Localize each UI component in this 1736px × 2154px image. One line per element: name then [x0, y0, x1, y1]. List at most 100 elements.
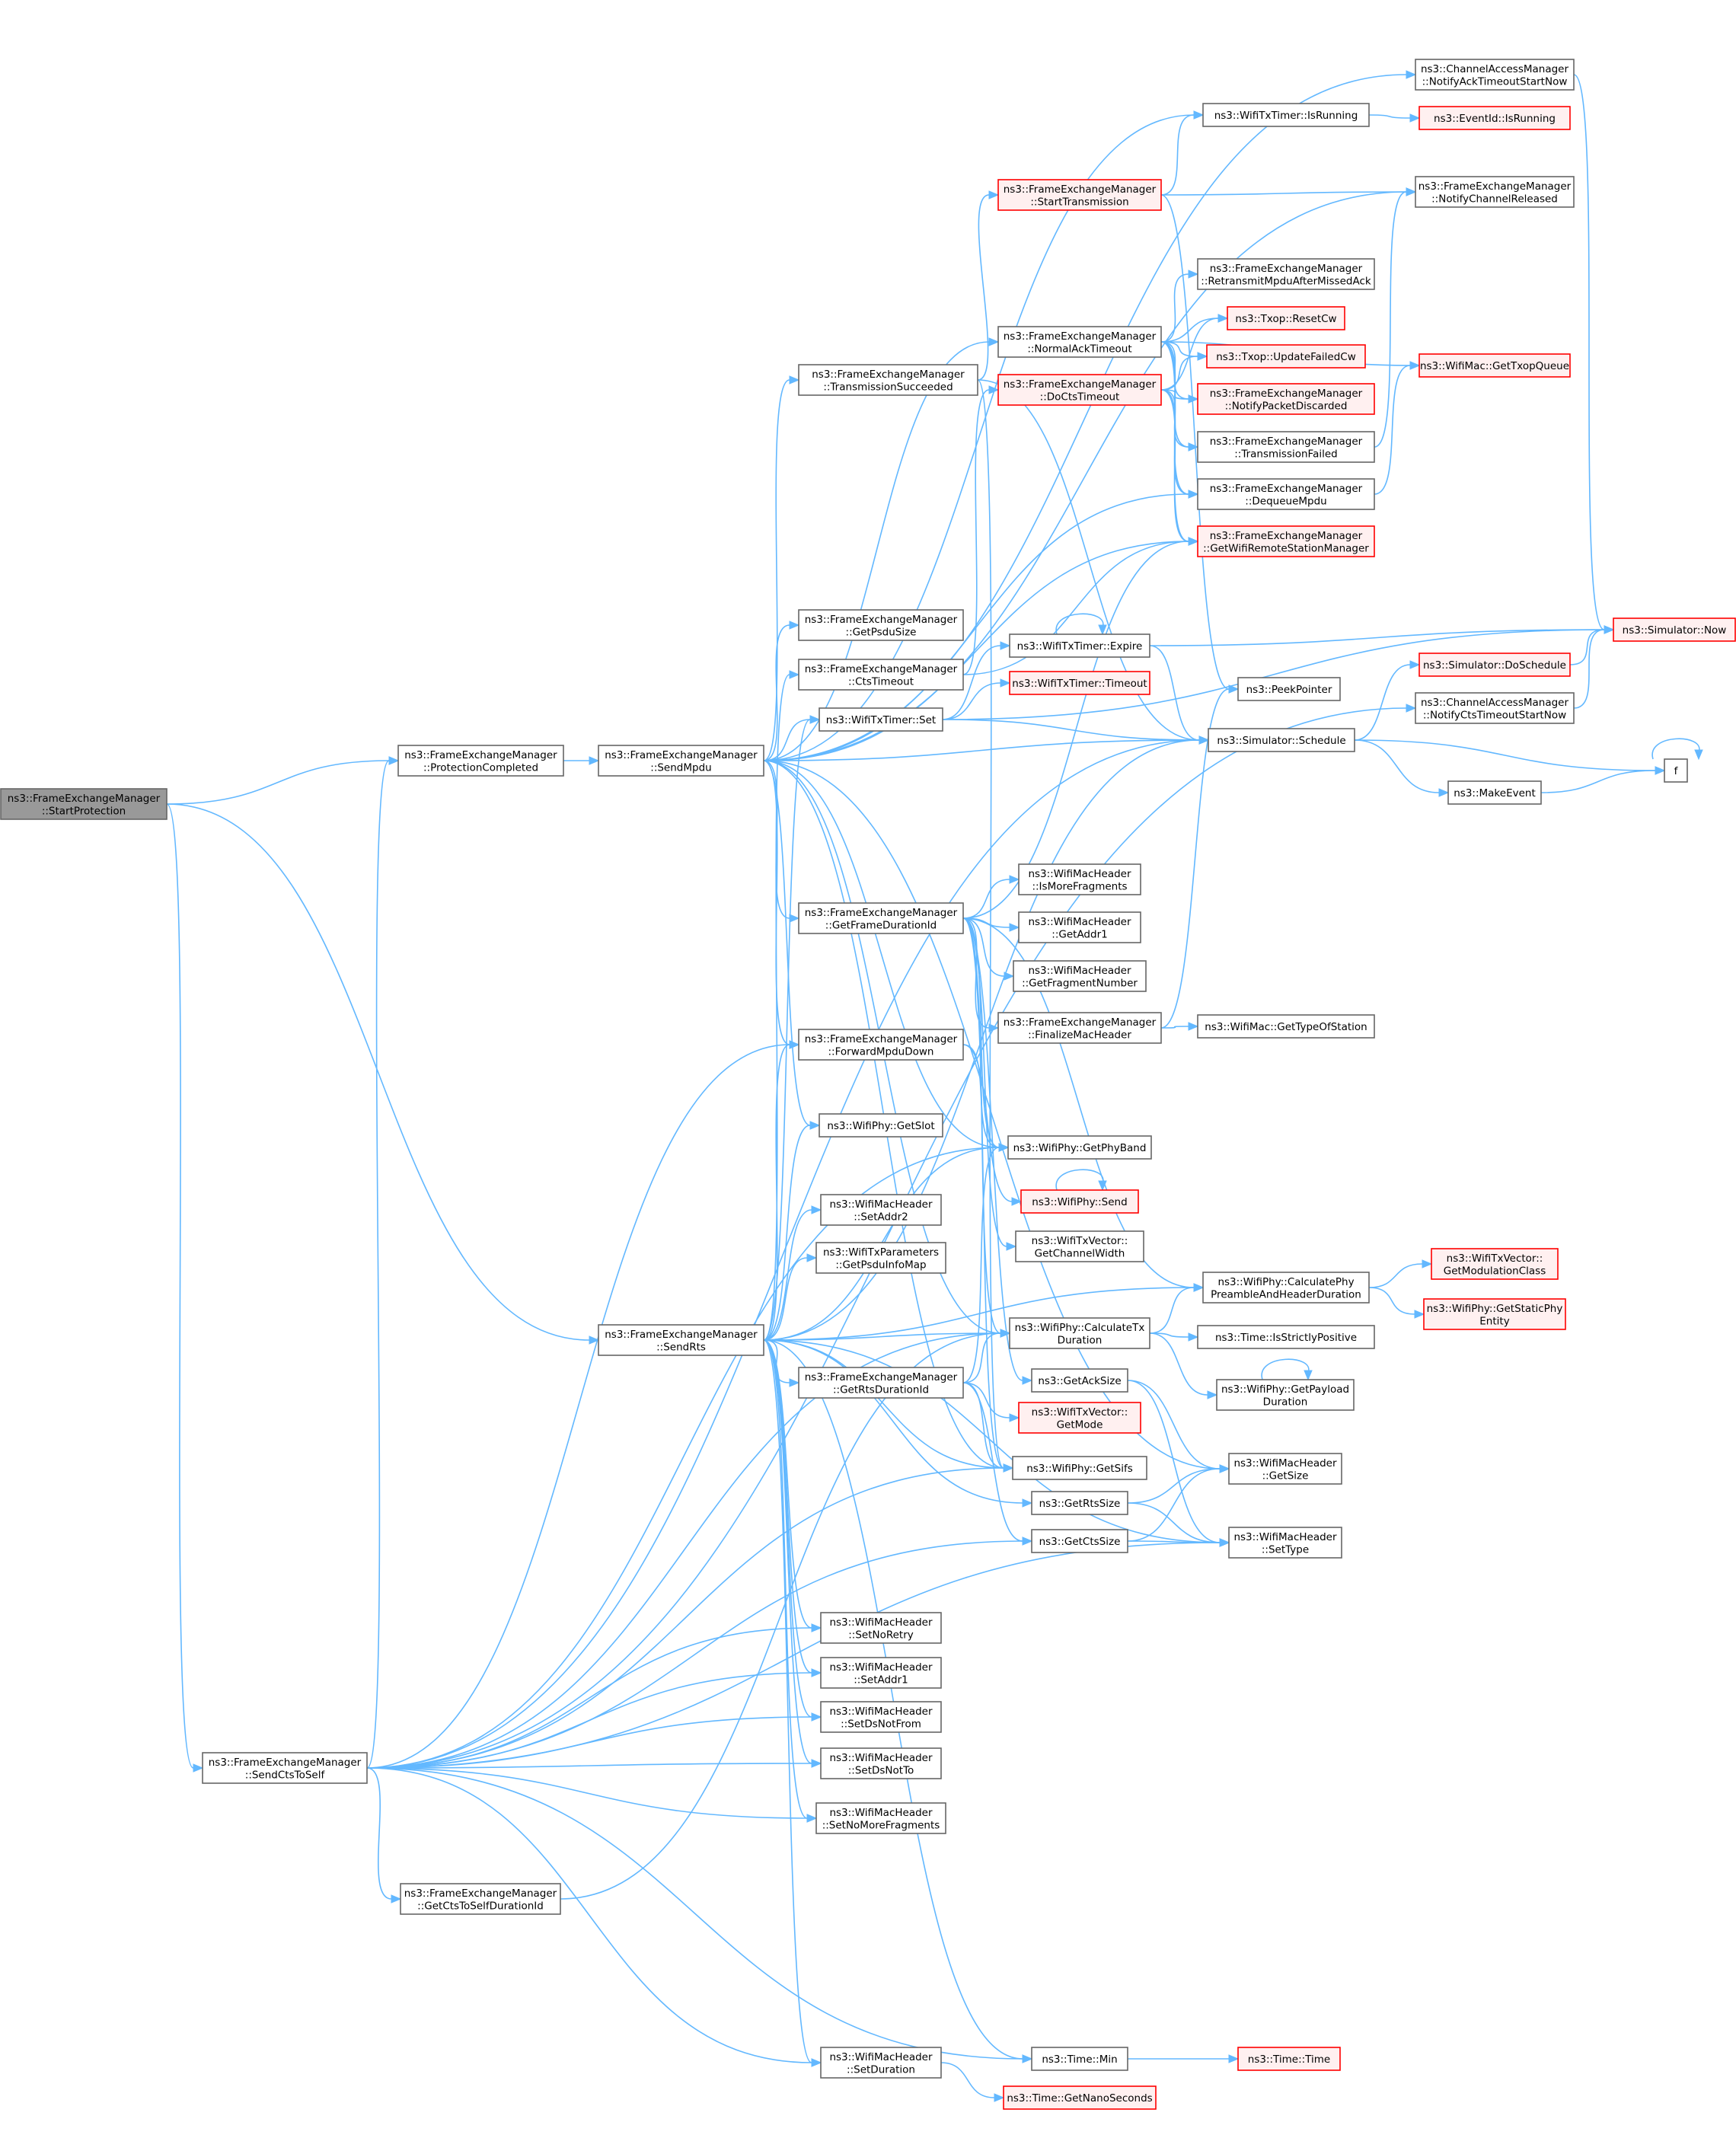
node-get_psdu_info_map[interactable]: ns3::WifiTxParameters::GetPsduInfoMap [815, 1242, 946, 1274]
node-get_remote_station_manager[interactable]: ns3::FrameExchangeManager::GetWifiRemote… [1197, 525, 1375, 557]
node-transmission_failed[interactable]: ns3::FrameExchangeManager::TransmissionF… [1197, 431, 1375, 463]
node-simulator_now[interactable]: ns3::Simulator::Now [1613, 617, 1736, 642]
node-notify_channel_released[interactable]: ns3::FrameExchangeManager::NotifyChannel… [1415, 176, 1575, 208]
edge-line [1127, 1380, 1221, 1470]
node-label-line: ns3::FrameExchangeManager [605, 1329, 758, 1341]
node-label-line: ns3::WifiMacHeader [1028, 868, 1131, 880]
edge-arrowhead [589, 1335, 600, 1345]
node-get_channel_width[interactable]: ns3::WifiTxVector::GetChannelWidth [1015, 1230, 1144, 1262]
node-set_no_retry[interactable]: ns3::WifiMacHeader::SetNoRetry [820, 1612, 942, 1644]
edge-line [1149, 1332, 1189, 1338]
edge-protection_completed-to-send_mpdu [563, 756, 600, 765]
node-tx_timer_is_running[interactable]: ns3::WifiTxTimer::IsRunning [1202, 103, 1370, 127]
node-cts_timeout[interactable]: ns3::FrameExchangeManager::CtsTimeout [798, 659, 964, 691]
node-label-line: ::TransmissionFailed [1234, 448, 1337, 460]
edge-arrowhead [1009, 875, 1020, 884]
node-make_event[interactable]: ns3::MakeEvent [1447, 780, 1542, 805]
node-event_id_is_running[interactable]: ns3::EventId::IsRunning [1418, 106, 1571, 130]
node-box [820, 1657, 942, 1689]
node-box [1031, 1368, 1128, 1393]
node-get_txop_queue[interactable]: ns3::WifiMac::GetTxopQueue [1418, 353, 1571, 378]
edge-line [962, 917, 1005, 977]
node-get_cts_to_self_duration_id[interactable]: ns3::FrameExchangeManager::GetCtsToSelfD… [400, 1883, 561, 1915]
node-time_min[interactable]: ns3::Time::Min [1031, 2047, 1128, 2071]
node-protection_completed[interactable]: ns3::FrameExchangeManager::ProtectionCom… [397, 745, 564, 777]
node-notify_ack_timeout_start_now[interactable]: ns3::ChannelAccessManager::NotifyAckTime… [1415, 59, 1575, 91]
node-send_rts[interactable]: ns3::FrameExchangeManager::SendRts [598, 1324, 764, 1356]
node-forward_mpdu_down[interactable]: ns3::FrameExchangeManager::ForwardMpduDo… [798, 1029, 964, 1061]
node-get_mode[interactable]: ns3::WifiTxVector::GetMode [1018, 1402, 1141, 1434]
node-transmission_succeeded[interactable]: ns3::FrameExchangeManager::TransmissionS… [798, 364, 978, 396]
node-notify_cts_timeout_start_now[interactable]: ns3::ChannelAccessManager::NotifyCtsTime… [1415, 692, 1575, 724]
edge-arrowhead [1694, 749, 1703, 761]
edge-line [763, 624, 790, 761]
node-send_mpdu[interactable]: ns3::FrameExchangeManager::SendMpdu [598, 745, 764, 777]
node-get_cts_size[interactable]: ns3::GetCtsSize [1031, 1529, 1128, 1553]
node-get_fragment_number[interactable]: ns3::WifiMacHeader::GetFragmentNumber [1013, 960, 1147, 992]
node-normal_ack_timeout[interactable]: ns3::FrameExchangeManager::NormalAckTime… [997, 326, 1162, 358]
node-get_nano_seconds[interactable]: ns3::Time::GetNanoSeconds [1003, 2085, 1157, 2110]
node-get_ack_size[interactable]: ns3::GetAckSize [1031, 1368, 1128, 1393]
edge-normal_ack_timeout-to-retransmit_mpdu [1160, 270, 1199, 343]
edge-line [763, 1339, 1023, 1504]
node-header_set_type[interactable]: ns3::WifiMacHeader::SetType [1228, 1527, 1342, 1559]
node-send_cts_to_self[interactable]: ns3::FrameExchangeManager::SendCtsToSelf [202, 1752, 368, 1784]
node-set_ds_not_from[interactable]: ns3::WifiMacHeader::SetDsNotFrom [820, 1701, 942, 1733]
node-label-line: ns3::Simulator::Now [1623, 624, 1727, 637]
node-wifi_tx_timer_expire[interactable]: ns3::WifiTxTimer::Expire [1009, 633, 1150, 658]
node-retransmit_mpdu[interactable]: ns3::FrameExchangeManager::RetransmitMpd… [1197, 258, 1375, 290]
node-simulator_schedule[interactable]: ns3::Simulator::Schedule [1208, 728, 1355, 752]
node-simulator_do_schedule[interactable]: ns3::Simulator::DoSchedule [1418, 653, 1571, 677]
edge-arrowhead [988, 190, 1000, 199]
node-set_duration[interactable]: ns3::WifiMacHeader::SetDuration [820, 2047, 942, 2079]
node-txop_update_failed_cw[interactable]: ns3::Txop::UpdateFailedCw [1206, 344, 1366, 369]
node-get_rts_size[interactable]: ns3::GetRtsSize [1031, 1491, 1128, 1515]
node-f[interactable]: f [1664, 758, 1688, 783]
node-dequeue_mpdu[interactable]: ns3::FrameExchangeManager::DequeueMpdu [1197, 478, 1375, 510]
node-start_transmission[interactable]: ns3::FrameExchangeManager::StartTransmis… [997, 179, 1162, 211]
node-wifi_tx_timer_set[interactable]: ns3::WifiTxTimer::Set [819, 707, 943, 732]
node-notify_packet_discarded[interactable]: ns3::FrameExchangeManager::NotifyPacketD… [1197, 383, 1375, 415]
node-box [820, 1747, 942, 1779]
node-get_addr1[interactable]: ns3::WifiMacHeader::GetAddr1 [1018, 911, 1141, 943]
node-get_sifs[interactable]: ns3::WifiPhy::GetSifs [1012, 1456, 1147, 1480]
node-set_no_more_fragments[interactable]: ns3::WifiMacHeader::SetNoMoreFragments [815, 1802, 946, 1834]
node-calc_preamble_header[interactable]: ns3::WifiPhy::CalculatePhyPreambleAndHea… [1202, 1272, 1370, 1304]
edge-calc_preamble_header-to-get_modulation_class [1368, 1259, 1433, 1288]
node-is_more_fragments[interactable]: ns3::WifiMacHeader::IsMoreFragments [1018, 863, 1141, 895]
node-label-line: ns3::Time::IsStrictlyPositive [1215, 1332, 1357, 1344]
node-get_psdu_size[interactable]: ns3::FrameExchangeManager::GetPsduSize [798, 609, 964, 641]
edge-get_rts_duration_id-to-get_cts_size [962, 1382, 1033, 1546]
node-get_frame_duration_id[interactable]: ns3::FrameExchangeManager::GetFrameDurat… [798, 902, 964, 934]
node-box [1431, 1248, 1559, 1280]
node-time_time[interactable]: ns3::Time::Time [1237, 2047, 1341, 2071]
node-get_phy_band[interactable]: ns3::WifiPhy::GetPhyBand [1007, 1135, 1152, 1160]
node-wifi_phy_send[interactable]: ns3::WifiPhy::Send [1020, 1189, 1139, 1214]
node-peek_pointer[interactable]: ns3::PeekPointer [1237, 677, 1341, 701]
edge-normal_ack_timeout-to-dequeue_mpdu [1160, 341, 1199, 499]
node-label-line: ns3::FrameExchangeManager [605, 749, 758, 761]
node-finalize_mac_header[interactable]: ns3::FrameExchangeManager::FinalizeMacHe… [997, 1012, 1162, 1044]
edge-arrowhead [811, 1712, 822, 1722]
node-get_type_of_station[interactable]: ns3::WifiMac::GetTypeOfStation [1197, 1014, 1375, 1039]
node-get_slot[interactable]: ns3::WifiPhy::GetSlot [819, 1113, 943, 1138]
node-txop_reset_cw[interactable]: ns3::Txop::ResetCw [1227, 306, 1345, 330]
node-box [1415, 176, 1575, 208]
node-get_modulation_class[interactable]: ns3::WifiTxVector::GetModulationClass [1431, 1248, 1559, 1280]
node-wifi_tx_timer_timeout[interactable]: ns3::WifiTxTimer::Timeout [1009, 671, 1150, 695]
node-box [820, 1701, 942, 1733]
edge-line [366, 1767, 808, 1819]
edge-line [1651, 738, 1700, 760]
node-set_addr2[interactable]: ns3::WifiMacHeader::SetAddr2 [820, 1194, 942, 1226]
node-get_rts_duration_id[interactable]: ns3::FrameExchangeManager::GetRtsDuratio… [798, 1367, 964, 1399]
node-set_addr1[interactable]: ns3::WifiMacHeader::SetAddr1 [820, 1657, 942, 1689]
edge-send_rts-to-cts_timeout [763, 670, 800, 1341]
node-time_is_strictly_positive[interactable]: ns3::Time::IsStrictlyPositive [1197, 1325, 1375, 1349]
node-set_ds_not_to[interactable]: ns3::WifiMacHeader::SetDsNotTo [820, 1747, 942, 1779]
node-header_get_size[interactable]: ns3::WifiMacHeader::GetSize [1228, 1453, 1342, 1485]
node-do_cts_timeout[interactable]: ns3::FrameExchangeManager::DoCtsTimeout [997, 374, 1162, 406]
node-start_protection[interactable]: ns3::FrameExchangeManager::StartProtecti… [0, 788, 168, 820]
